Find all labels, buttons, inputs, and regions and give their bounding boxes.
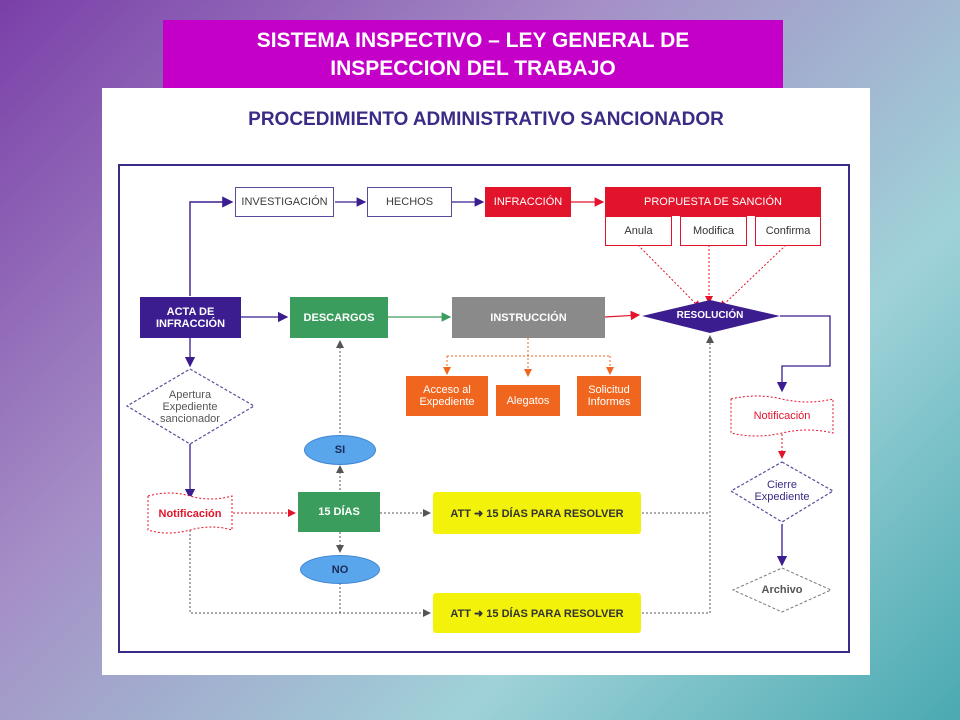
modifica-box: Modifica xyxy=(680,216,747,246)
hechos-box: HECHOS xyxy=(367,187,452,217)
diagram-frame xyxy=(118,164,850,653)
notificacion-right-shape xyxy=(730,395,834,437)
confirma-box: Confirma xyxy=(755,216,821,246)
notificacion-left-label: Notificación xyxy=(158,508,222,520)
quince-dias-box: 15 DÍAS xyxy=(298,492,380,532)
cierre-diamond xyxy=(729,461,835,523)
anula-box: Anula xyxy=(605,216,672,246)
resolucion-label: RESOLUCIÓN xyxy=(676,309,744,321)
att-resolver-box-1: ATT ➜ 15 DÍAS PARA RESOLVER xyxy=(433,492,641,534)
propuesta-sancion-box: PROPUESTA DE SANCIÓN xyxy=(605,187,821,216)
diagram-title: PROCEDIMIENTO ADMINISTRATIVO SANCIONADOR xyxy=(248,109,724,130)
diagram-slide: PROCEDIMIENTO ADMINISTRATIVO SANCIONADOR xyxy=(102,88,870,675)
investigacion-box: INVESTIGACIÓN xyxy=(235,187,334,217)
no-ellipse: NO xyxy=(300,555,380,584)
banner-line-1: SISTEMA INSPECTIVO – LEY GENERAL DE xyxy=(256,29,690,52)
si-ellipse: SI xyxy=(304,435,376,465)
notificacion-right-label: Notificación xyxy=(753,410,811,422)
alegatos-box: Alegatos xyxy=(496,385,560,416)
instruccion-box: INSTRUCCIÓN xyxy=(452,297,605,338)
connector-lines xyxy=(125,196,835,617)
notificacion-left-shape xyxy=(147,492,233,534)
apertura-label: Apertura Expediente sancionador xyxy=(160,389,220,425)
banner-line-2: INSPECCION DEL TRABAJO xyxy=(330,57,616,80)
att-resolver-box-2: ATT ➜ 15 DÍAS PARA RESOLVER xyxy=(433,593,641,633)
archivo-diamond xyxy=(731,567,833,613)
infraccion-box: INFRACCIÓN xyxy=(485,187,571,217)
resolucion-diamond xyxy=(642,300,780,333)
acta-infraccion-box: ACTA DE INFRACCIÓN xyxy=(140,297,241,338)
apertura-diamond xyxy=(125,368,256,445)
acceso-expediente-box: Acceso al Expediente xyxy=(406,376,488,416)
solicitud-informes-box: Solicitud Informes xyxy=(577,376,641,416)
descargos-box: DESCARGOS xyxy=(290,297,388,338)
cierre-expediente-label: Cierre Expediente xyxy=(754,479,810,503)
archivo-label: Archivo xyxy=(761,584,803,596)
title-banner: SISTEMA INSPECTIVO – LEY GENERAL DE INSP… xyxy=(163,20,783,88)
